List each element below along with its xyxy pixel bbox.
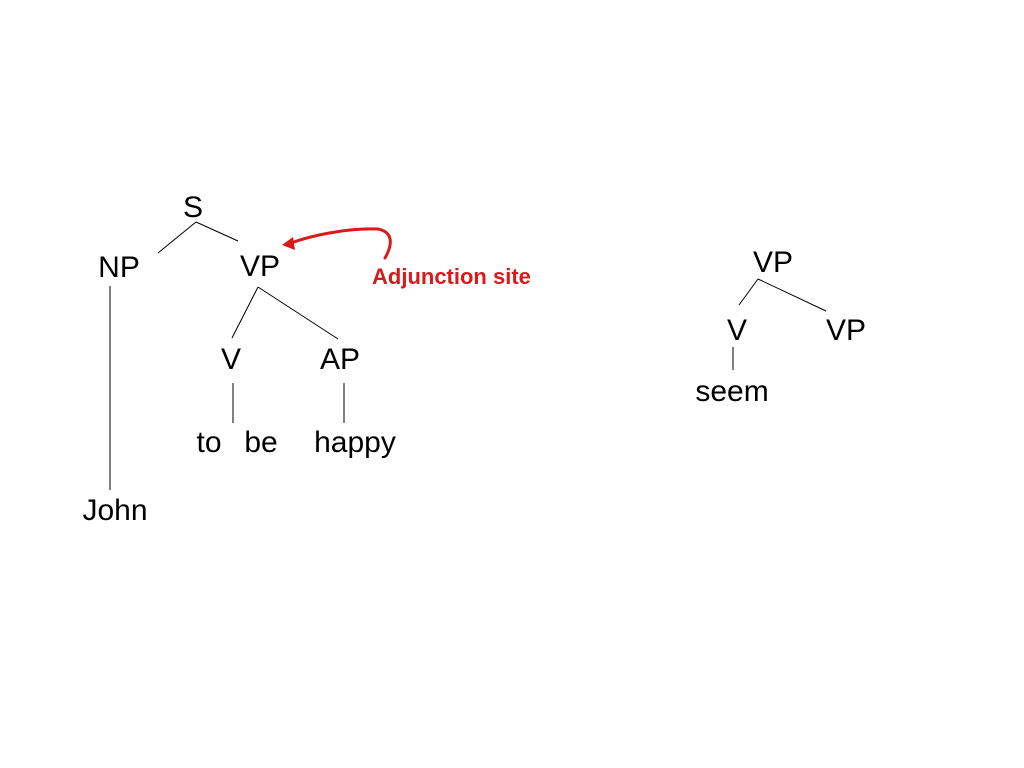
right-leaf-seem: seem [695,375,769,408]
leaf-to: to [196,426,222,459]
edge-vproot-v [738,278,759,306]
right-node-vp-root: VP [752,246,794,279]
node-s: S [182,191,204,224]
node-ap: AP [319,343,361,376]
edge-s-vp [195,221,239,242]
adjunction-site-label: Adjunction site [372,264,531,289]
adjunction-arrowhead [282,237,295,250]
node-v: V [220,343,242,376]
adjunction-arrow [289,227,392,260]
right-node-v: V [726,314,748,347]
right-node-vp: VP [825,314,867,347]
leaf-happy: happy [314,426,396,459]
edge-vproot-vp [757,278,827,312]
leaf-john: John [82,494,148,527]
leaf-be: be [244,426,278,459]
node-vp: VP [239,250,281,283]
edge-vp-ap [257,286,339,340]
edge-s-np [157,221,197,254]
node-np: NP [98,251,140,284]
edge-vp-v [231,286,259,339]
